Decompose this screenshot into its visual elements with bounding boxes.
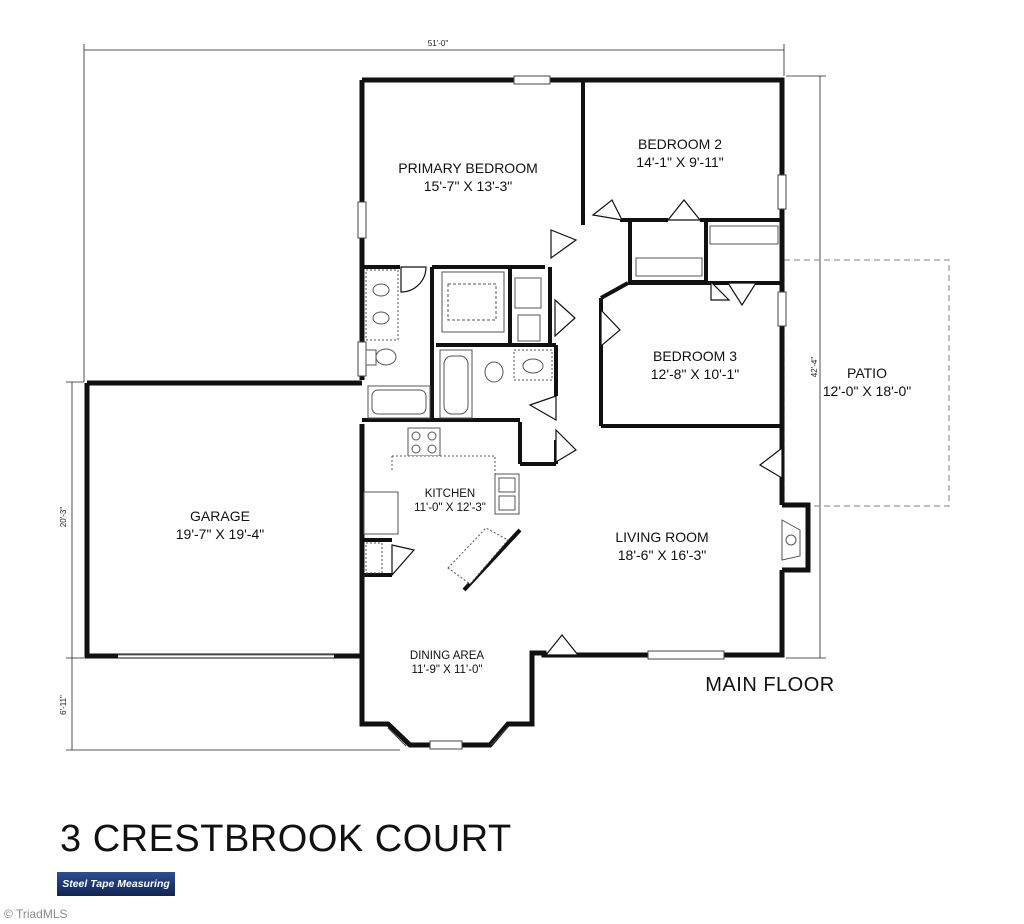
steel-tape-logo: Steel Tape Measuring [57,872,175,896]
mls-watermark: © TriadMLS [4,907,68,921]
room-size: 11'-0" X 12'-3" [414,502,486,515]
room-name: DINING AREA [409,650,485,662]
bay-windows [387,726,509,747]
room-bedroom-3: BEDROOM 3 12'-8" X 10'-1" [615,348,775,383]
room-size: 12'-8" X 10'-1" [650,365,740,382]
room-name: PATIO [847,365,887,381]
room-dining-area: DINING AREA 11'-9" X 11'-0" [388,649,506,678]
room-size: 14'-1" X 9'-11" [636,153,724,170]
room-primary-bedroom: PRIMARY BEDROOM 15'-7" X 13'-3" [368,160,568,195]
floor-label: MAIN FLOOR [705,674,835,696]
room-size: 15'-7" X 13'-3" [423,177,513,194]
garage-depth-label: 20'-3" [59,506,68,528]
room-garage: GARAGE 19'-7" X 19'-4" [140,508,300,543]
room-name: GARAGE [190,508,250,524]
door-swings [391,199,783,656]
room-name: BEDROOM 3 [652,348,737,364]
room-size: 11'-9" X 11'-0" [411,664,483,677]
overall-width-label: 51'-0" [427,39,449,48]
patio-outline [783,259,950,507]
room-bedroom-2: BEDROOM 2 14'-1" X 9'-11" [600,136,760,171]
room-name: BEDROOM 2 [637,136,722,152]
room-size: 12'-0" X 18'-0" [822,382,912,399]
room-name: LIVING ROOM [615,529,709,545]
fixtures [363,225,801,585]
room-living-room: LIVING ROOM 18'-6" X 16'-3" [582,529,742,564]
room-name: PRIMARY BEDROOM [398,160,538,176]
dimension-lines [66,44,826,751]
room-size: 19'-7" X 19'-4" [175,525,265,542]
room-name: KITCHEN [424,488,476,500]
property-address-title: 3 CRESTBROOK COURT [60,818,512,860]
room-patio: PATIO 12'-0" X 18'-0" [802,365,932,400]
room-kitchen: KITCHEN 11'-0" X 12'-3" [395,487,505,516]
dining-bump-label: 6'-11" [59,695,68,715]
room-size: 18'-6" X 16'-3" [617,546,707,563]
logo-text: Steel Tape Measuring [62,878,170,890]
windows [357,75,787,750]
